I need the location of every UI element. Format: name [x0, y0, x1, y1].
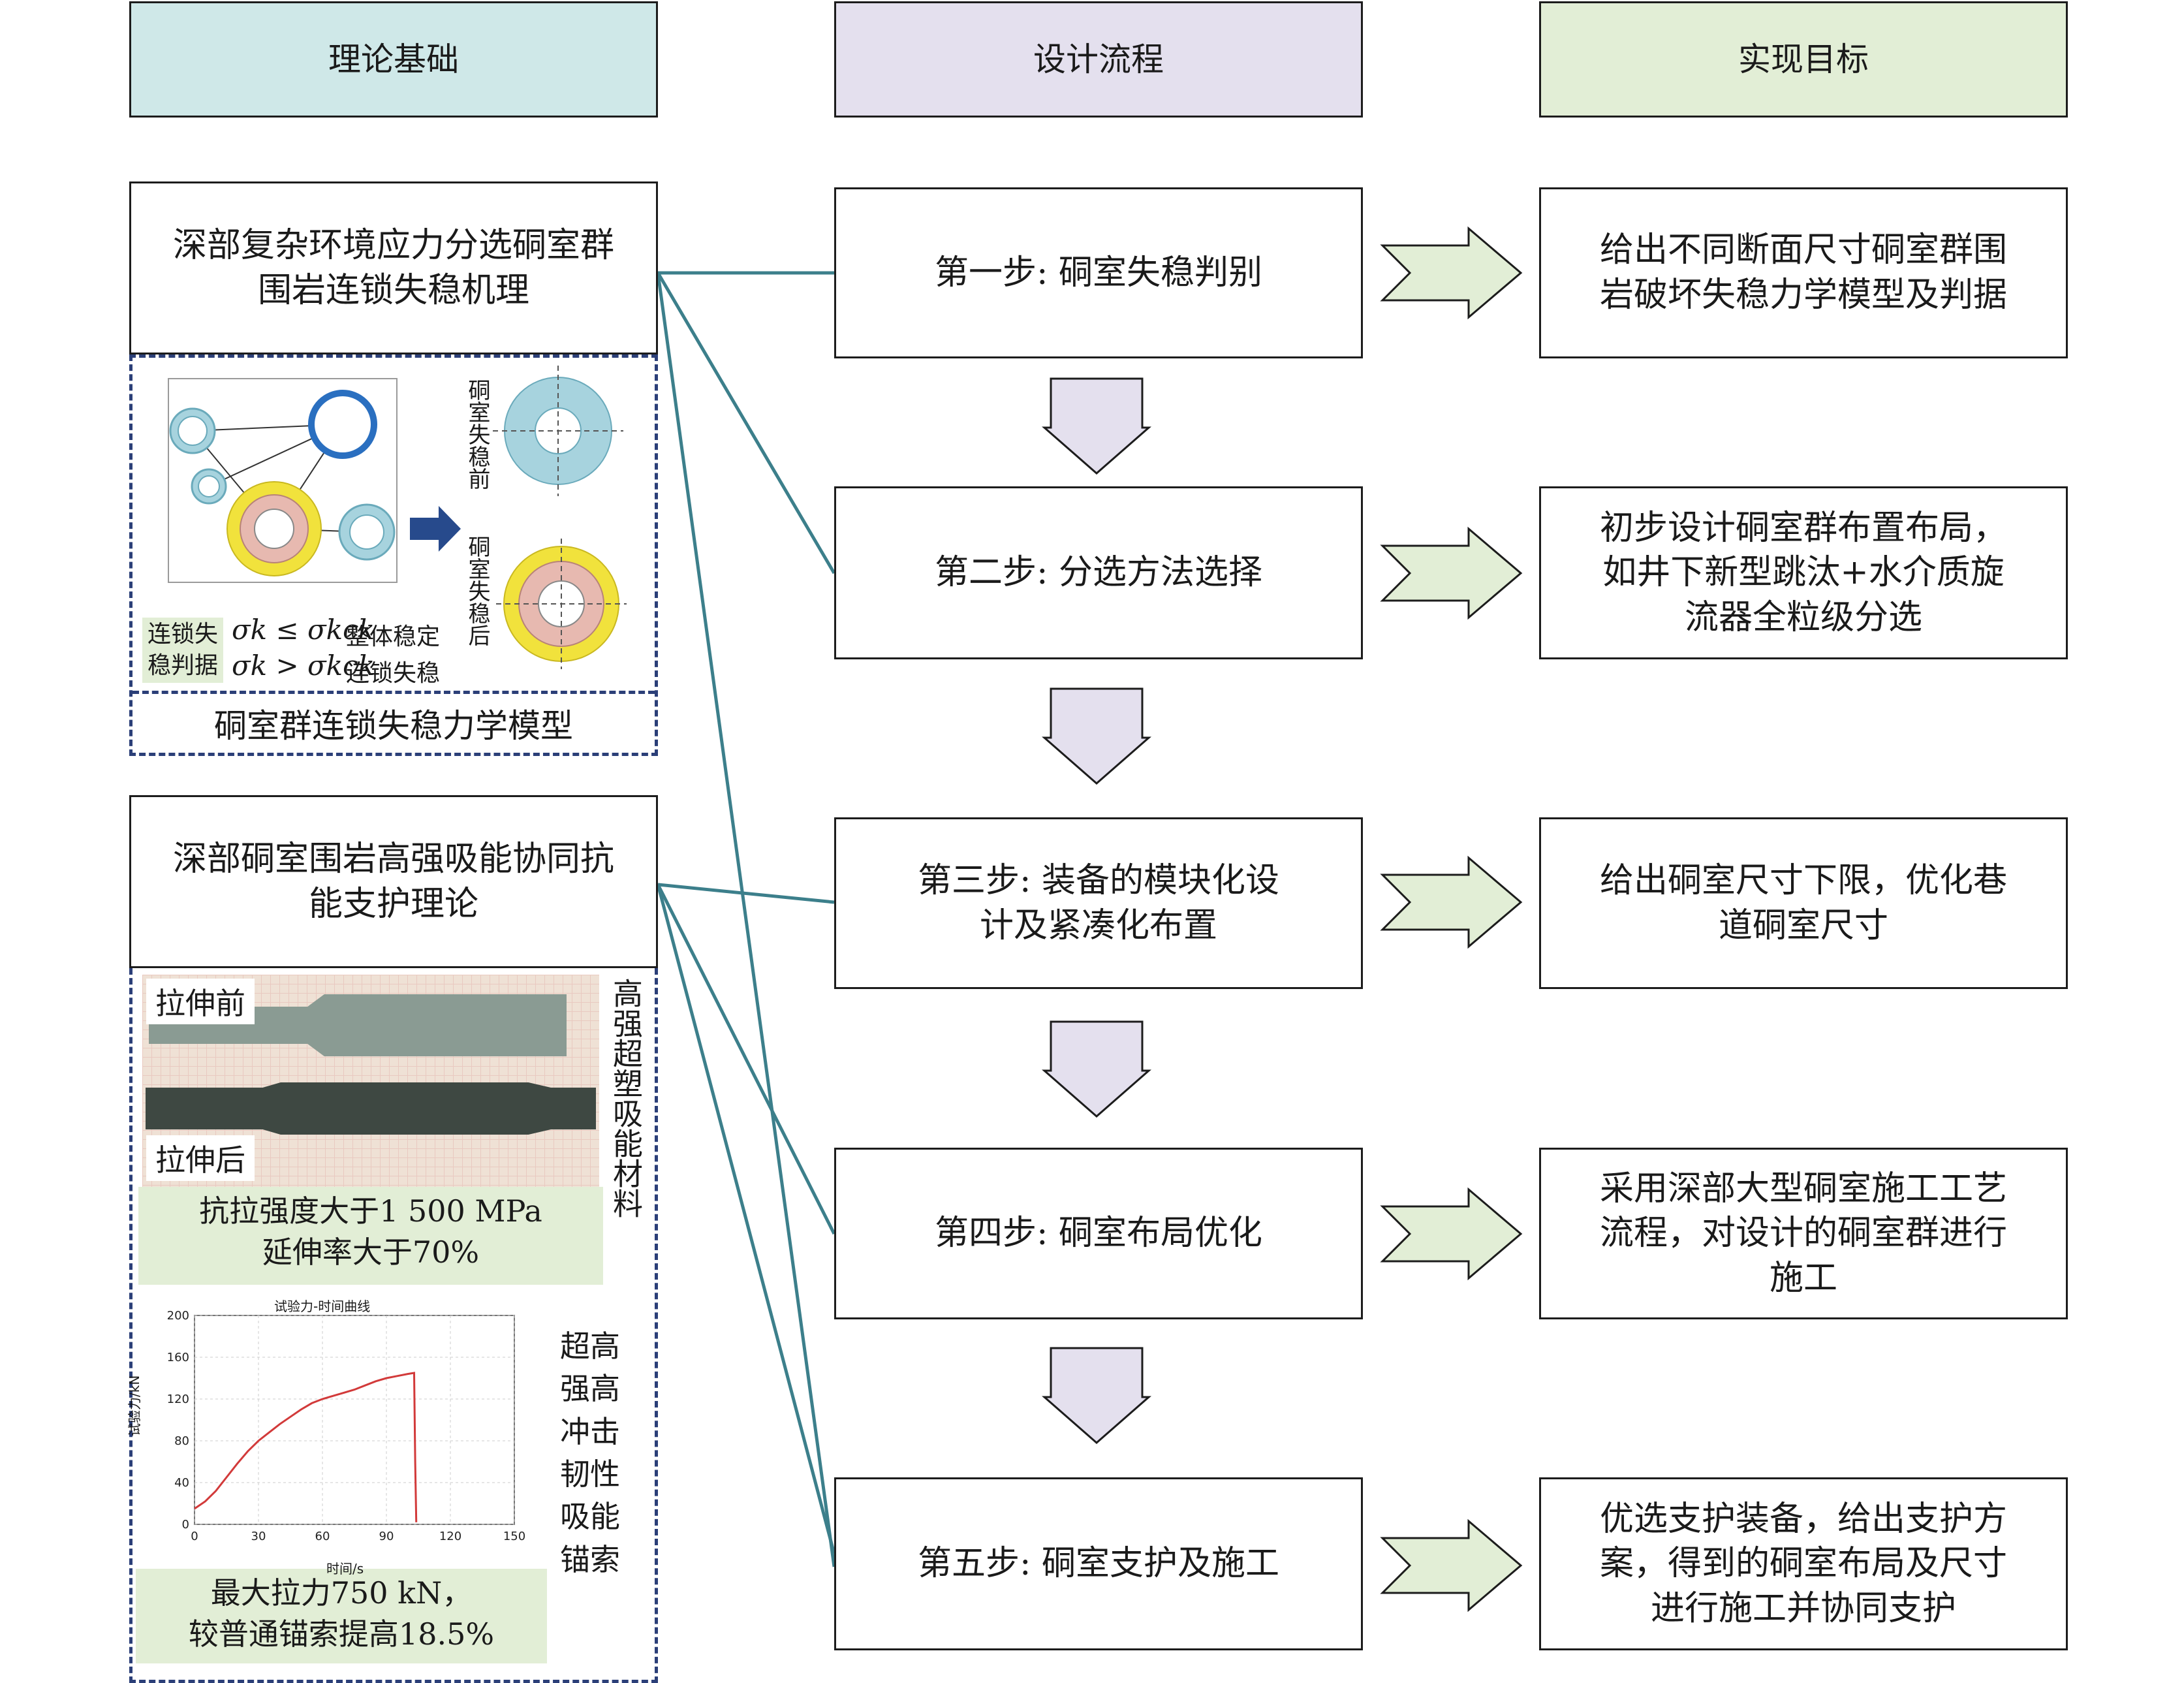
down-arrow-icon [1042, 377, 1151, 475]
chart-xtick-label: 90 [379, 1530, 394, 1543]
step-3-label: 第三步: 装备的模块化设计及紧凑化布置 [917, 860, 1280, 945]
right-arrow-icon [1380, 226, 1523, 320]
goal-4-label: 采用深部大型硐室施工工艺流程，对设计的硐室群进行施工 [1599, 1169, 2007, 1298]
chart-ytick-label: 80 [174, 1434, 189, 1448]
connector-line [656, 272, 836, 1567]
chart-xlabel: 时间/s [326, 1561, 364, 1577]
step-5-label: 第五步: 硐室支护及施工 [917, 1544, 1280, 1584]
down-arrow-icon [1042, 687, 1151, 785]
theory-mechanism-text: 深部复杂环境应力分选硐室群围岩连锁失稳机理 [172, 225, 614, 310]
chamber-2-hole [198, 475, 220, 497]
specimen-photo: 拉伸前 拉伸后 [142, 975, 599, 1187]
connector-line [656, 883, 836, 1235]
connector-line [656, 884, 836, 1554]
material-stats: 抗拉强度大于1 500 MPa 延伸率大于70% [138, 1187, 603, 1285]
header-goal: 实现目标 [1539, 1, 2068, 118]
model-caption: 硐室群连锁失稳力学模型 [214, 707, 573, 745]
chart-xtick-label: 60 [315, 1530, 330, 1543]
cable-stats: 最大拉力750 kN， 较普通锚索提高18.5% [136, 1569, 547, 1663]
step-1: 第一步: 硐室失稳判别 [834, 187, 1363, 358]
step-3: 第三步: 装备的模块化设计及紧凑化布置 [834, 817, 1363, 989]
chart-ytick-label: 40 [174, 1476, 189, 1490]
chamber-before-after [493, 366, 627, 669]
cable-label: 超高强高冲击韧性吸能锚索 [560, 1329, 620, 1577]
connector-lines [656, 271, 836, 1567]
cable-stat-2: 较普通锚索提高18.5% [188, 1616, 495, 1652]
after-stretch-label: 拉伸后 [146, 1135, 255, 1181]
theory-mechanism-box: 深部复杂环境应力分选硐室群围岩连锁失稳机理 [129, 181, 658, 354]
right-arrow-icon [1380, 526, 1523, 620]
header-theory-label: 理论基础 [328, 40, 459, 78]
right-arrow-icon [1380, 1187, 1523, 1281]
model-rule1-cond: σk ≤ σkck [232, 614, 375, 646]
right-arrow-icon [410, 506, 461, 552]
connector-line [657, 883, 835, 904]
theory-support-text: 深部硐室围岩高强吸能协同抗能支护理论 [172, 839, 614, 924]
goal-1: 给出不同断面尺寸硐室群围岩破坏失稳力学模型及判据 [1539, 187, 2068, 358]
goal-4: 采用深部大型硐室施工工艺流程，对设计的硐室群进行施工 [1539, 1148, 2068, 1319]
chamber-group-schematic [168, 378, 461, 583]
header-design-label: 设计流程 [1033, 40, 1164, 78]
right-arrow-icon [1380, 1518, 1523, 1612]
chart-xtick-label: 30 [251, 1530, 266, 1543]
cable-stat-1: 最大拉力750 kN， [210, 1575, 473, 1611]
model-region [129, 354, 658, 756]
chamber-n-hole [349, 514, 384, 550]
chart-ytick-label: 120 [167, 1392, 189, 1406]
goal-5-label: 优选支护装备，给出支护方案，得到的硐室布局及尺寸进行施工并协同支护 [1599, 1499, 2007, 1628]
chart-ytick-label: 160 [167, 1351, 189, 1364]
step-2-label: 第二步: 分选方法选择 [934, 553, 1263, 593]
force-time-chart: 0 30 60 90 120 150 0 40 80 120 160 200 [167, 1309, 526, 1543]
goal-1-label: 给出不同断面尺寸硐室群围岩破坏失稳力学模型及判据 [1599, 230, 2007, 315]
model-before-label: 硐室失稳前 [464, 379, 490, 490]
step-1-label: 第一步: 硐室失稳判别 [934, 253, 1263, 292]
theory-support-box: 深部硐室围岩高强吸能协同抗能支护理论 [129, 795, 658, 968]
specimen-after [146, 1082, 596, 1135]
header-goal-label: 实现目标 [1738, 40, 1869, 78]
chart-xtick-label: 120 [439, 1530, 461, 1543]
material-region [129, 968, 658, 1683]
goal-2-label: 初步设计硐室群布置布局，如井下新型跳汰+水介质旋流器全粒级分选 [1599, 508, 2007, 637]
chart-xtick-label: 0 [191, 1530, 198, 1543]
model-rule2-text: 连锁失稳 [346, 660, 441, 687]
chart-series-line [194, 1372, 418, 1522]
goal-3: 给出硐室尺寸下限，优化巷道硐室尺寸 [1539, 817, 2068, 989]
chart-ytick-label: 0 [182, 1518, 189, 1532]
header-theory: 理论基础 [129, 1, 658, 118]
model-rule2-cond: σk > σkck [232, 650, 375, 682]
goal-3-label: 给出硐室尺寸下限，优化巷道硐室尺寸 [1599, 860, 2007, 945]
down-arrow-icon [1042, 1020, 1151, 1118]
before-stretch-label: 拉伸前 [146, 979, 255, 1024]
step-4-label: 第四步: 硐室布局优化 [934, 1214, 1263, 1253]
chamber-i-hole [254, 509, 294, 549]
model-divider [133, 691, 655, 694]
right-arrow-icon [1380, 855, 1523, 949]
goal-5: 优选支护装备，给出支护方案，得到的硐室布局及尺寸进行施工并协同支护 [1539, 1477, 2068, 1650]
chamber-k [308, 390, 377, 459]
chart-title: 试验力-时间曲线 [274, 1298, 371, 1314]
model-criterion-label: 连锁失稳判据 [142, 618, 223, 683]
step-5: 第五步: 硐室支护及施工 [834, 1477, 1363, 1650]
down-arrow-icon [1042, 1347, 1151, 1444]
down-arrows [1042, 377, 1151, 1444]
chamber-1-hole [178, 416, 208, 446]
right-arrows [1380, 226, 1523, 1612]
connector-line [656, 272, 836, 574]
model-rule1-text: 整体稳定 [346, 623, 441, 650]
chart-xtick-label: 150 [503, 1530, 525, 1543]
header-design: 设计流程 [834, 1, 1363, 118]
step-2: 第二步: 分选方法选择 [834, 486, 1363, 659]
chart-ytick-label: 200 [167, 1309, 189, 1323]
model-after-label: 硐室失稳后 [464, 535, 490, 646]
material-stat-2: 延伸率大于70% [262, 1235, 480, 1270]
material-stat-1: 抗拉强度大于1 500 MPa [199, 1193, 542, 1229]
goal-2: 初步设计硐室群布置布局，如井下新型跳汰+水介质旋流器全粒级分选 [1539, 486, 2068, 659]
material-label: 高强超塑吸能材料 [608, 978, 644, 1218]
step-4: 第四步: 硐室布局优化 [834, 1148, 1363, 1319]
chart-ylabel: 试验力/kN [127, 1375, 142, 1436]
chart-plot-area [194, 1315, 515, 1525]
